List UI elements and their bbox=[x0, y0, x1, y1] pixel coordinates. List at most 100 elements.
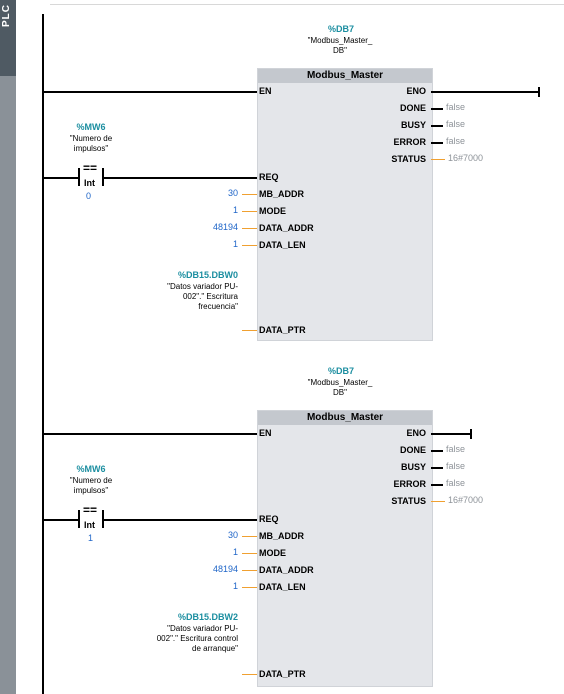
data-len-value[interactable]: 1 bbox=[232, 581, 238, 591]
compare-type: Int bbox=[84, 520, 95, 530]
instance-db-name[interactable]: %DB7 bbox=[328, 24, 355, 34]
mode-wire bbox=[242, 211, 257, 212]
compare-operator[interactable]: == bbox=[83, 161, 98, 175]
sidebar-header[interactable]: PLC bbox=[0, 0, 16, 76]
pin-eno: ENO bbox=[406, 428, 426, 438]
pin-req: REQ bbox=[259, 172, 279, 182]
data-ptr-wire bbox=[242, 330, 257, 331]
data-addr-value[interactable]: 48194 bbox=[212, 564, 238, 574]
mode-value[interactable]: 1 bbox=[232, 547, 238, 557]
contact-left-bar bbox=[78, 168, 80, 186]
tag-name[interactable]: %MW6 bbox=[76, 122, 106, 132]
busy-stub bbox=[431, 125, 443, 127]
compare-value[interactable]: 0 bbox=[86, 191, 92, 201]
data-addr-value[interactable]: 48194 bbox=[212, 222, 238, 232]
status-wire bbox=[431, 501, 445, 502]
pin-req: REQ bbox=[259, 514, 279, 524]
pin-mode: MODE bbox=[259, 548, 286, 558]
tag-name[interactable]: %MW6 bbox=[76, 464, 106, 474]
req-wire-left bbox=[44, 177, 78, 179]
pin-data-ptr: DATA_PTR bbox=[259, 669, 306, 679]
tag-comment: "Numero de impulsos" bbox=[69, 476, 113, 495]
done-value[interactable]: false bbox=[446, 102, 466, 112]
pin-status: STATUS bbox=[391, 154, 426, 164]
network-separator bbox=[50, 4, 564, 5]
mode-wire bbox=[242, 553, 257, 554]
compare-value[interactable]: 1 bbox=[88, 533, 94, 543]
pin-error: ERROR bbox=[393, 137, 426, 147]
pin-data-len: DATA_LEN bbox=[259, 240, 306, 250]
done-value[interactable]: false bbox=[446, 444, 466, 454]
data-ptr-wire bbox=[242, 674, 257, 675]
pin-data-addr: DATA_ADDR bbox=[259, 223, 314, 233]
data-len-value[interactable]: 1 bbox=[232, 239, 238, 249]
done-stub bbox=[431, 450, 443, 452]
data-len-wire bbox=[242, 245, 257, 246]
block-title: Modbus_Master bbox=[258, 69, 432, 83]
contact-left-bar bbox=[78, 510, 80, 528]
pin-eno: ENO bbox=[406, 86, 426, 96]
pin-busy: BUSY bbox=[400, 462, 426, 472]
modbus-master-block[interactable]: Modbus_Master bbox=[257, 410, 433, 687]
status-value[interactable]: 16#7000 bbox=[448, 495, 484, 505]
data-ptr-name[interactable]: %DB15.DBW0 bbox=[177, 270, 238, 280]
contact-right-bar bbox=[102, 168, 104, 186]
compare-operator[interactable]: == bbox=[83, 503, 98, 517]
power-rail bbox=[42, 14, 44, 694]
data-ptr-name[interactable]: %DB15.DBW2 bbox=[177, 612, 238, 622]
req-wire-left bbox=[44, 519, 78, 521]
pin-mode: MODE bbox=[259, 206, 286, 216]
pin-done: DONE bbox=[399, 103, 426, 113]
error-stub bbox=[431, 484, 443, 486]
data-addr-wire bbox=[242, 570, 257, 571]
pin-done: DONE bbox=[399, 445, 426, 455]
en-wire bbox=[44, 433, 257, 435]
pin-busy: BUSY bbox=[400, 120, 426, 130]
pin-en: EN bbox=[259, 428, 272, 438]
status-wire bbox=[431, 159, 445, 160]
data-len-wire bbox=[242, 587, 257, 588]
busy-value[interactable]: false bbox=[446, 119, 466, 129]
block-title: Modbus_Master bbox=[258, 411, 432, 425]
error-value[interactable]: false bbox=[446, 136, 466, 146]
compare-type: Int bbox=[84, 178, 95, 188]
mb-addr-wire bbox=[242, 536, 257, 537]
mb-addr-wire bbox=[242, 194, 257, 195]
pin-mb-addr: MB_ADDR bbox=[259, 531, 304, 541]
eno-end bbox=[538, 87, 540, 97]
instance-db-comment: "Modbus_Master_ DB" bbox=[307, 378, 373, 397]
eno-wire bbox=[431, 433, 471, 435]
req-wire bbox=[104, 519, 257, 521]
pin-en: EN bbox=[259, 86, 272, 96]
busy-value[interactable]: false bbox=[446, 461, 466, 471]
data-ptr-comment: "Datos variador PU-002"." Escritura cont… bbox=[156, 624, 238, 653]
eno-wire bbox=[431, 91, 539, 93]
pin-data-len: DATA_LEN bbox=[259, 582, 306, 592]
pin-status: STATUS bbox=[391, 496, 426, 506]
eno-end bbox=[470, 429, 472, 439]
ladder-canvas[interactable]: %DB7 "Modbus_Master_ DB" Modbus_Master E… bbox=[16, 0, 564, 694]
error-value[interactable]: false bbox=[446, 478, 466, 488]
contact-right-bar bbox=[102, 510, 104, 528]
modbus-master-block[interactable]: Modbus_Master bbox=[257, 68, 433, 341]
en-wire bbox=[44, 91, 257, 93]
pin-error: ERROR bbox=[393, 479, 426, 489]
instance-db-name[interactable]: %DB7 bbox=[328, 366, 355, 376]
mb-addr-value[interactable]: 30 bbox=[227, 530, 238, 540]
error-stub bbox=[431, 142, 443, 144]
sidebar-label: PLC bbox=[1, 4, 12, 27]
instance-db-comment: "Modbus_Master_ DB" bbox=[307, 36, 373, 55]
pin-data-ptr: DATA_PTR bbox=[259, 325, 306, 335]
done-stub bbox=[431, 108, 443, 110]
data-ptr-comment: "Datos variador PU-002"." Escritura frec… bbox=[167, 282, 238, 311]
tag-comment: "Numero de impulsos" bbox=[69, 134, 113, 153]
status-value[interactable]: 16#7000 bbox=[448, 153, 484, 163]
pin-data-addr: DATA_ADDR bbox=[259, 565, 314, 575]
pin-mb-addr: MB_ADDR bbox=[259, 189, 304, 199]
sidebar[interactable]: PLC bbox=[0, 0, 16, 694]
busy-stub bbox=[431, 467, 443, 469]
data-addr-wire bbox=[242, 228, 257, 229]
req-wire bbox=[104, 177, 257, 179]
mb-addr-value[interactable]: 30 bbox=[227, 188, 238, 198]
mode-value[interactable]: 1 bbox=[232, 205, 238, 215]
